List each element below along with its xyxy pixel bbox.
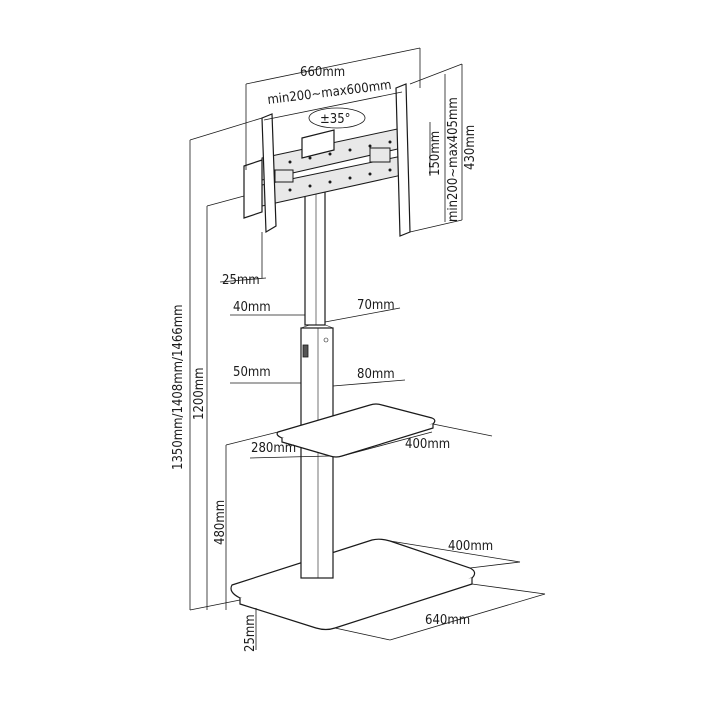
label-bracket-offset: 25mm	[222, 273, 260, 288]
label-bracket-height: 430mm	[463, 125, 478, 170]
base-plate	[230, 538, 476, 631]
label-vesa-vertical: min200~max405mm	[446, 97, 461, 222]
label-vesa-horizontal: min200~max600mm	[267, 78, 393, 108]
label-pole-height: 1200mm	[192, 367, 207, 420]
label-total-height: 1350mm/1408mm/1466mm	[171, 304, 186, 470]
label-shelf-width: 400mm	[405, 437, 450, 452]
dimension-lines	[189, 47, 546, 650]
pole-upper	[304, 189, 326, 326]
label-pole-upper-left: 40mm	[233, 300, 271, 315]
label-pole-lower-right: 80mm	[357, 367, 395, 382]
label-base-thickness: 25mm	[243, 614, 258, 652]
label-shelf-height: 480mm	[213, 500, 228, 545]
label-shelf-depth: 280mm	[251, 441, 296, 456]
tv-bracket	[243, 83, 411, 237]
label-bracket-width: 660mm	[300, 65, 345, 80]
label-base-depth: 400mm	[448, 539, 493, 554]
label-base-width: 640mm	[425, 613, 470, 628]
label-tilt: ±35°	[320, 112, 351, 127]
label-pole-upper-right: 70mm	[357, 298, 395, 313]
label-pole-lower-left: 50mm	[233, 365, 271, 380]
label-vertical-150: 150mm	[428, 131, 443, 176]
